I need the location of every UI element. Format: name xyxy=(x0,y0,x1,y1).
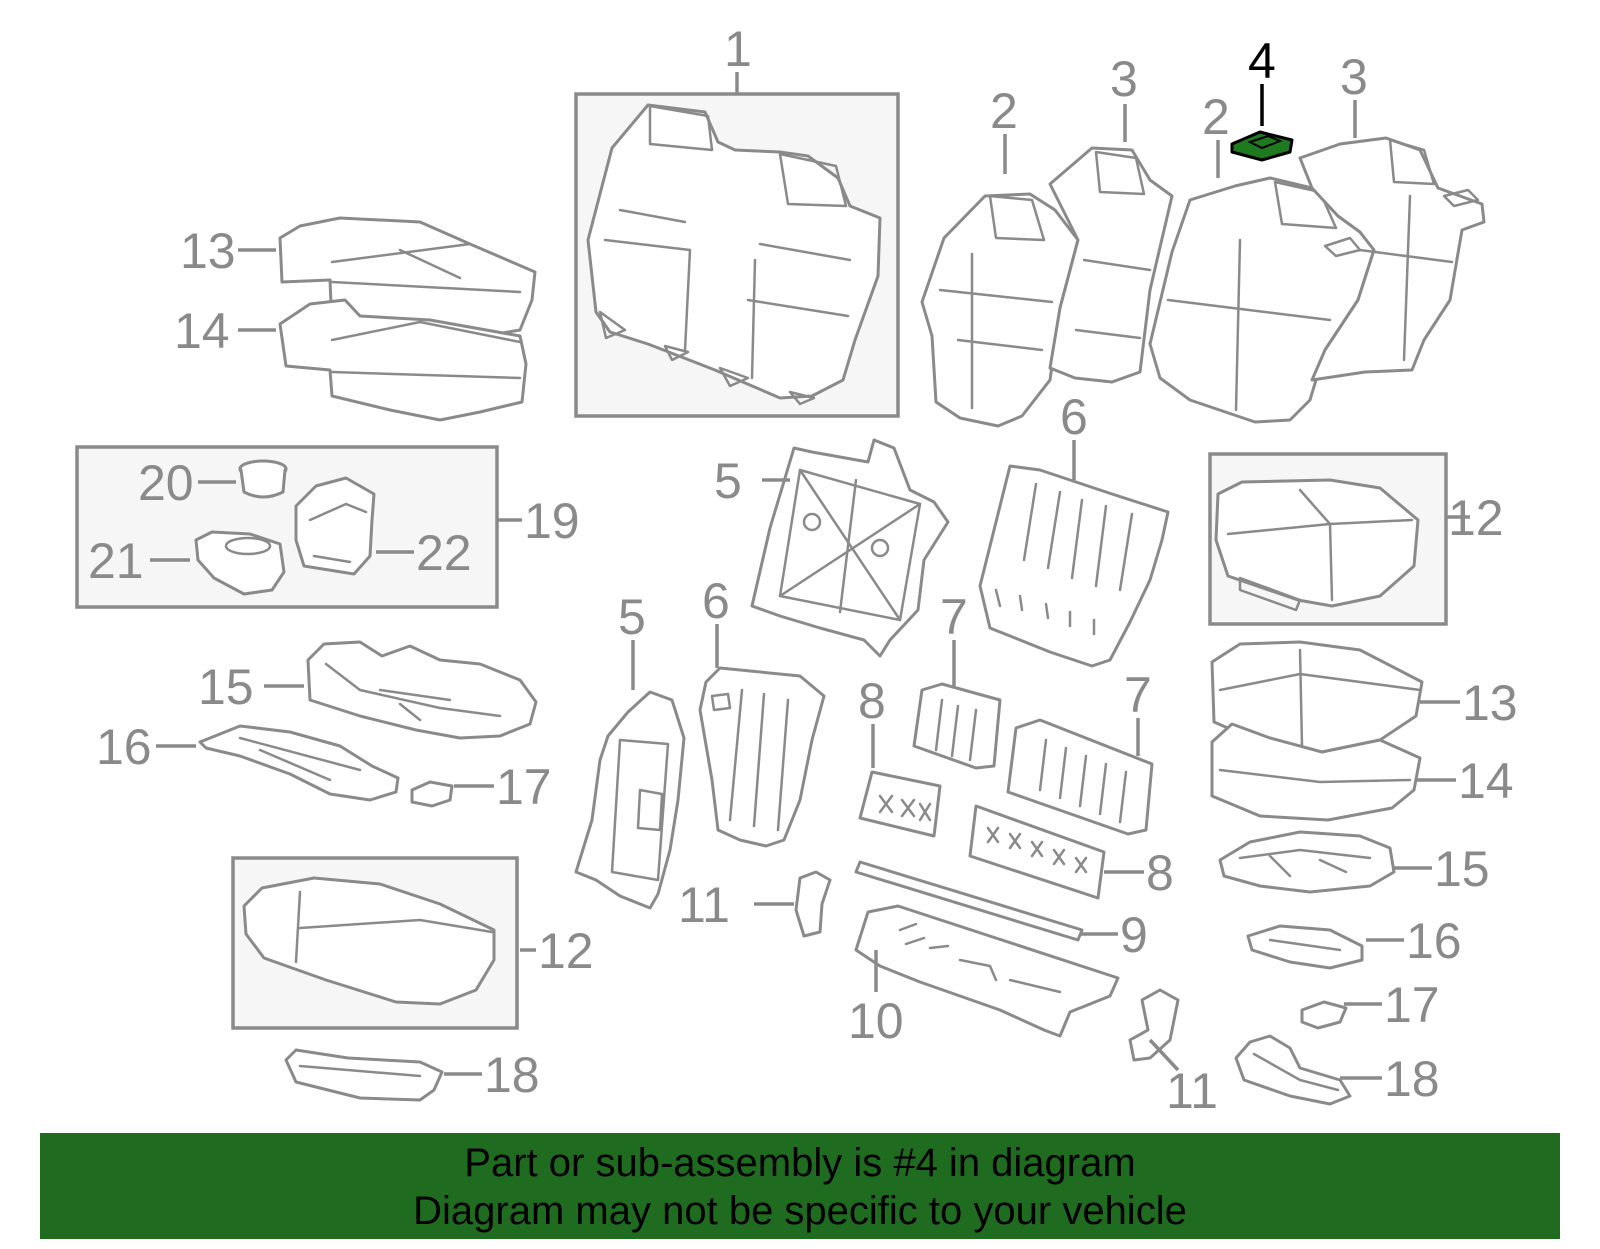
banner-line-disclaimer: Diagram may not be specific to your vehi… xyxy=(413,1189,1187,1233)
part-1-seatback-assembly[interactable] xyxy=(586,103,882,406)
callout-4-highlighted: 4 xyxy=(1248,33,1276,89)
callout-11: 11 xyxy=(1166,1063,1218,1119)
part-16-trim-panel-left[interactable] xyxy=(198,724,400,802)
callout-10: 10 xyxy=(848,993,904,1049)
part-3-seatback-cover-right-rear[interactable] xyxy=(1298,136,1486,382)
part-6-seatback-frame-upper[interactable] xyxy=(978,464,1170,668)
callout-11: 11 xyxy=(678,877,730,933)
part-2-seatback-cover-left[interactable] xyxy=(920,192,1080,428)
callout-2: 2 xyxy=(1202,89,1230,145)
part-8-spring-mat-right[interactable] xyxy=(968,804,1106,900)
part-8-spring-mat-left[interactable] xyxy=(858,770,942,838)
part-7-lumbar-panel-right[interactable] xyxy=(1006,718,1154,836)
callout-12: 12 xyxy=(538,923,594,979)
part-9-rod[interactable] xyxy=(854,860,1084,942)
part-17-clip-right[interactable] xyxy=(1300,1000,1348,1030)
callout-6: 6 xyxy=(1060,389,1088,445)
part-15-cushion-frame-right[interactable] xyxy=(1218,830,1396,894)
part-18-side-trim-left[interactable] xyxy=(284,1048,444,1102)
info-banner: Part or sub-assembly is #4 in diagram Di… xyxy=(40,1133,1560,1239)
callout-13: 13 xyxy=(1462,675,1518,731)
callout-16: 16 xyxy=(96,719,152,775)
callout-14: 14 xyxy=(174,303,230,359)
part-12-seat-cushion-right[interactable] xyxy=(1214,478,1420,612)
callout-1: 1 xyxy=(724,21,752,77)
part-11-bracket-right[interactable] xyxy=(1128,988,1180,1062)
callout-3: 3 xyxy=(1340,49,1368,105)
callout-8: 8 xyxy=(858,673,886,729)
part-18-side-trim-right[interactable] xyxy=(1234,1034,1352,1106)
part-3-seatback-cover-left-rear[interactable] xyxy=(1048,146,1174,384)
part-5-seatback-frame-upper[interactable] xyxy=(750,438,950,658)
part-21-cupholder-base[interactable] xyxy=(194,530,286,596)
part-17-clip-left[interactable] xyxy=(410,780,454,808)
callout-3: 3 xyxy=(1110,51,1138,107)
callout-8: 8 xyxy=(1146,845,1174,901)
callout-6: 6 xyxy=(702,573,730,629)
leader-lines xyxy=(150,72,1470,1080)
part-12-seat-cushion-left[interactable] xyxy=(242,876,496,1006)
callout-17: 17 xyxy=(496,759,552,815)
part-4-highlighted[interactable] xyxy=(1230,130,1294,162)
callout-7: 7 xyxy=(1124,667,1152,723)
part-15-cushion-frame-left[interactable] xyxy=(306,640,538,740)
callout-13: 13 xyxy=(180,223,236,279)
callout-12: 12 xyxy=(1448,490,1504,546)
part-16-trim-panel-right[interactable] xyxy=(1246,924,1364,970)
callout-15: 15 xyxy=(1434,841,1490,897)
callout-18: 18 xyxy=(484,1047,540,1103)
box-cupholder-kit xyxy=(75,445,499,609)
seat-parts-diagram: 1 2 3 4 2 3 13 14 20 21 22 19 5 6 12 15 … xyxy=(75,21,1518,1119)
callout-20: 20 xyxy=(138,455,194,511)
part-11-bracket-left[interactable] xyxy=(794,870,832,938)
callout-16: 16 xyxy=(1406,913,1462,969)
part-14-cushion-pad-left[interactable] xyxy=(278,298,528,422)
callout-15: 15 xyxy=(198,659,254,715)
part-5-seatback-frame-lower[interactable] xyxy=(574,690,686,910)
callout-14: 14 xyxy=(1458,753,1514,809)
callout-19: 19 xyxy=(524,493,580,549)
callout-21: 21 xyxy=(88,533,144,589)
part-6-seatback-panel-lower[interactable] xyxy=(698,666,826,848)
callout-5: 5 xyxy=(618,589,646,645)
callout-2: 2 xyxy=(990,83,1018,139)
part-22-cupholder-housing[interactable] xyxy=(294,476,376,576)
callout-17: 17 xyxy=(1384,977,1440,1033)
callout-18: 18 xyxy=(1384,1051,1440,1107)
part-20-cup-insert[interactable] xyxy=(238,459,288,499)
callout-22: 22 xyxy=(416,525,472,581)
part-7-lumbar-panel-left[interactable] xyxy=(912,682,1002,770)
callout-9: 9 xyxy=(1120,907,1148,963)
banner-line-part-number: Part or sub-assembly is #4 in diagram xyxy=(464,1141,1136,1185)
callout-numbers: 1 2 3 4 2 3 13 14 20 21 22 19 5 6 12 15 … xyxy=(88,21,1518,1119)
callout-5: 5 xyxy=(714,453,742,509)
part-14-cushion-pad-right[interactable] xyxy=(1210,722,1422,822)
callout-7: 7 xyxy=(940,589,968,645)
